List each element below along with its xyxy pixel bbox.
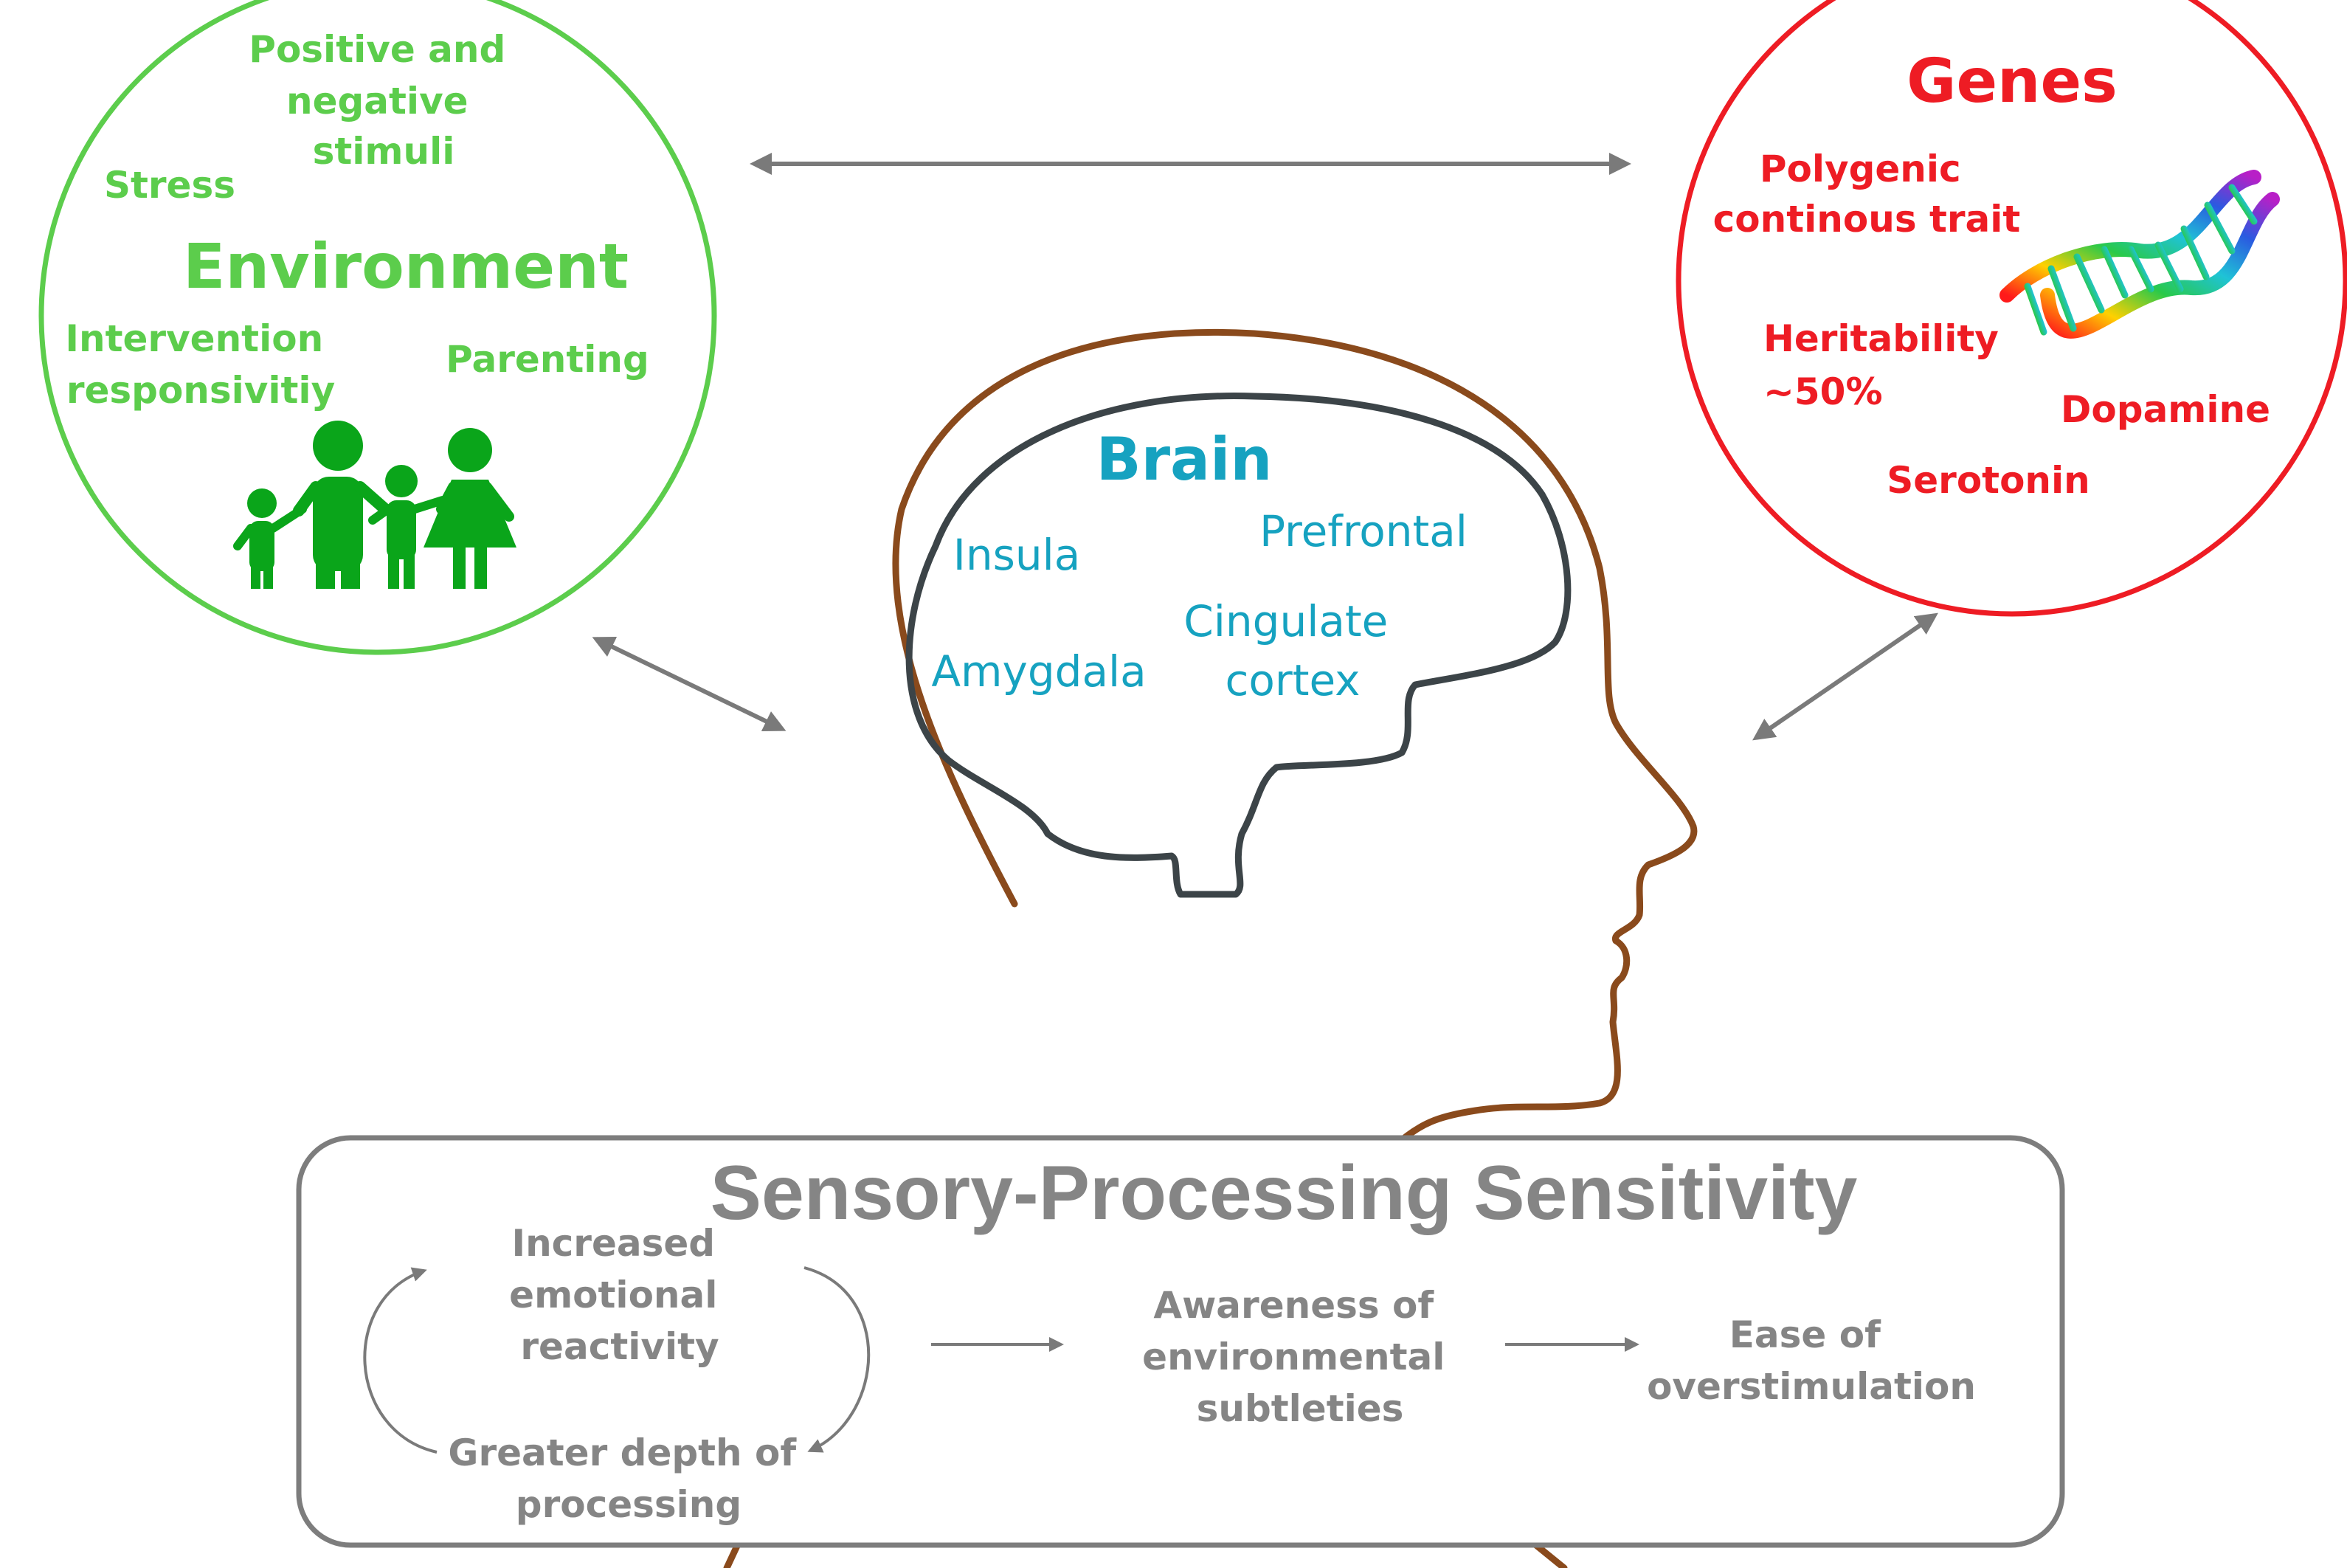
heritability-label: Heritability ~50% <box>1763 317 2011 413</box>
cycle-arrow-left <box>363 1267 438 1454</box>
brain-title: Brain <box>1096 425 1273 494</box>
stimuli-label: Positive and negative stimuli <box>249 28 518 173</box>
polygenic-label: Polygenic continous trait <box>1713 148 2021 241</box>
reactivity-label: Increased emotional reactivity <box>509 1222 730 1368</box>
prefrontal-label: Prefrontal <box>1259 506 1468 556</box>
env-brain-arrow <box>592 636 787 732</box>
insula-label: Insula <box>953 530 1081 580</box>
intervention-label: Intervention responsivitiy <box>65 317 336 412</box>
sps-title: Sensory-Processing Sensitivity <box>711 1150 1858 1236</box>
parenting-label: Parenting <box>446 338 649 381</box>
depth-label: Greater depth of processing <box>448 1431 809 1526</box>
cycle-arrow-right <box>803 1266 871 1453</box>
dna-icon <box>1999 170 2280 339</box>
dopamine-label: Dopamine <box>2061 388 2270 431</box>
awareness-label: Awareness of environmental subtleties <box>1142 1284 1458 1430</box>
amygdala-label: Amygdala <box>931 646 1146 697</box>
genes-brain-arrow <box>1752 612 1938 741</box>
genes-title: Genes <box>1907 46 2118 117</box>
family-icon <box>233 421 516 589</box>
environment-circle <box>38 0 717 655</box>
overstimulation-label: Ease of overstimulation <box>1647 1313 1976 1408</box>
genes-circle <box>1676 0 2347 617</box>
stress-label: Stress <box>104 164 235 207</box>
environment-title: Environment <box>183 230 629 303</box>
brain-outline <box>905 393 1572 898</box>
sps-box <box>296 1135 2065 1548</box>
cingulate-label: Cingulate cortex <box>1183 596 1401 705</box>
serotonin-label: Serotonin <box>1887 459 2090 502</box>
